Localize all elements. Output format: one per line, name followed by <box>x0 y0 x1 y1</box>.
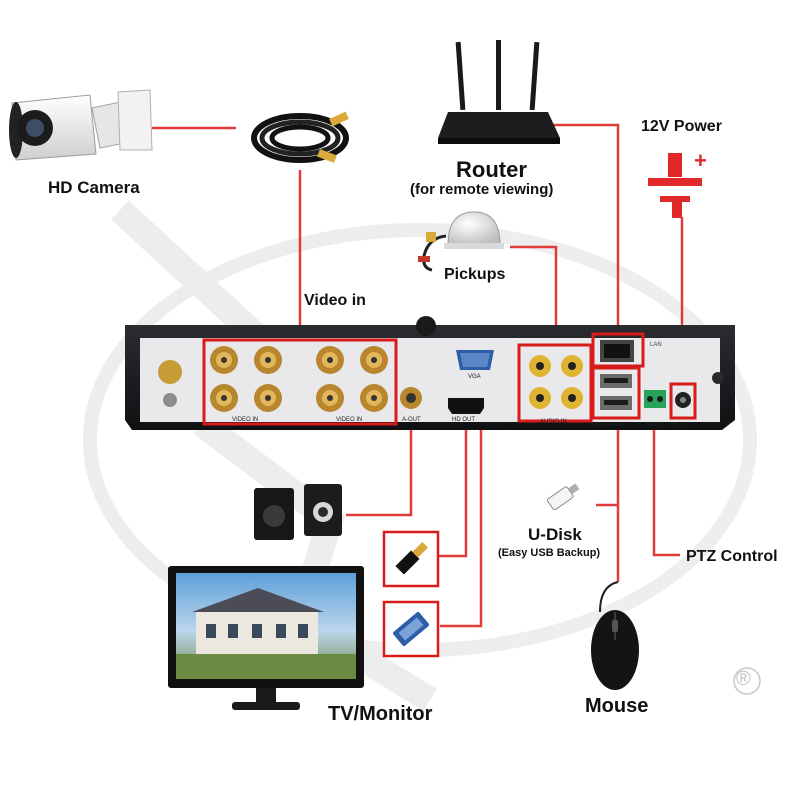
lan-highlight <box>591 332 645 368</box>
connector-lines <box>152 123 684 628</box>
rca-port-icon <box>529 387 551 409</box>
bnc-port-icon <box>210 384 238 412</box>
hdmi-cable-line <box>438 420 468 558</box>
label-pickups: Pickups <box>444 266 506 283</box>
audio-in-highlight <box>517 343 593 423</box>
audio-out-port-icon <box>400 387 422 409</box>
label-u-disk: U-Disk <box>528 525 582 544</box>
bnc-connectors <box>210 346 388 412</box>
speakers-icon <box>254 484 342 540</box>
rca-port-icon <box>529 355 551 377</box>
pickups-to-audio-line <box>510 245 558 343</box>
bnc-port-icon <box>254 384 282 412</box>
label-router-sub: (for remote viewing) <box>410 181 554 198</box>
usb-highlight <box>591 366 641 420</box>
label-video-in: Video in <box>304 292 366 309</box>
panel-label-usb: USB BACKUP <box>592 422 625 428</box>
lan-port-icon <box>600 340 634 362</box>
speaker-to-aout-line <box>346 405 413 517</box>
label-ptz-control: PTZ Control <box>686 548 778 565</box>
tv-monitor-icon <box>168 566 364 710</box>
rca-port-icon <box>561 355 583 377</box>
vga-cable-icon <box>393 611 429 647</box>
vga-port-icon <box>456 350 494 370</box>
registered-mark: ® <box>736 668 751 690</box>
usb-flash-drive-icon <box>546 483 580 511</box>
panel-label-rs485: RS485 <box>646 422 662 428</box>
panel-label-vga: VGA <box>468 374 481 380</box>
panel-label-video-in-left: VIDEO IN <box>232 417 258 423</box>
hdmi-port-icon <box>448 398 484 414</box>
label-12v-power: 12V Power <box>641 118 722 135</box>
bnc-port-icon <box>210 346 238 374</box>
panel-label-hdout: HD OUT <box>452 417 475 423</box>
dc-highlight <box>669 382 697 420</box>
panel-screw <box>163 393 177 407</box>
label-router: Router <box>456 157 527 182</box>
panel-label-audio-in: AUDIO IN <box>540 419 567 425</box>
router-icon <box>438 40 560 144</box>
bnc-port-icon <box>254 346 282 374</box>
bnc-port-icon <box>360 384 388 412</box>
pickup-microphone-icon <box>418 211 504 272</box>
label-u-disk-sub: (Easy USB Backup) <box>498 547 601 559</box>
dc-jack-icon <box>675 392 691 408</box>
panel-label-video-in-right: VIDEO IN <box>336 417 362 423</box>
coaxial-cable-icon <box>251 111 349 163</box>
usb-port-icon <box>600 374 632 388</box>
label-mouse: Mouse <box>585 695 649 717</box>
label-tv-monitor: TV/Monitor <box>328 703 433 725</box>
vga-cable-line <box>440 382 483 628</box>
label-hd-camera: HD Camera <box>48 178 140 197</box>
bnc-port-icon <box>316 384 344 412</box>
ptz-line <box>652 418 680 557</box>
bnc-port-icon <box>360 346 388 374</box>
bnc-port-icon <box>316 346 344 374</box>
power-plus-symbol: + <box>694 148 707 173</box>
panel-label-aout: A-OUT <box>402 417 421 423</box>
mouse-icon <box>591 581 639 690</box>
panel-screw <box>416 316 436 336</box>
panel-label-lan: LAN <box>650 342 662 348</box>
router-to-lan-line <box>548 123 620 338</box>
rca-port-icon <box>561 387 583 409</box>
rca-connectors <box>529 355 583 409</box>
usb-port-icon <box>600 396 632 410</box>
dvr-rear-panel: VIDEO IN VIDEO IN A-OUT VGA HD OUT AUDIO… <box>125 316 735 430</box>
video-in-highlight <box>202 338 398 426</box>
panel-label-dc: DC 12V <box>672 422 690 428</box>
dc-power-icon: + <box>648 148 707 218</box>
rs485-terminal-icon <box>644 390 666 408</box>
ground-terminal <box>158 360 182 384</box>
hdmi-cable-icon <box>395 542 428 575</box>
registered-mark-ring <box>733 667 761 695</box>
hd-camera-icon <box>9 89 153 161</box>
